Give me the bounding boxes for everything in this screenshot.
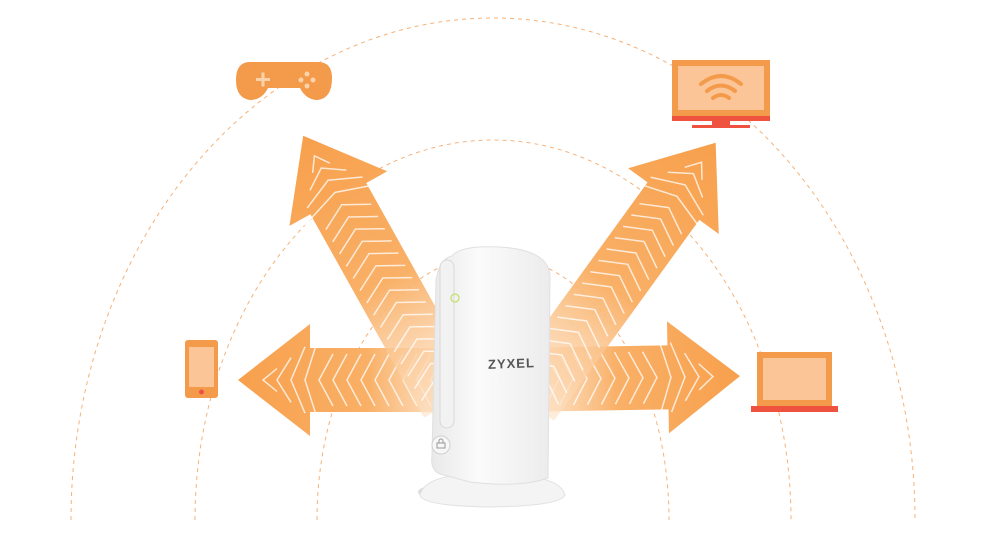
chevron-mark bbox=[573, 293, 617, 326]
chevron-mark bbox=[373, 289, 420, 316]
chevron-mark bbox=[393, 325, 440, 353]
chevron-mark bbox=[599, 352, 616, 405]
chevron-mark bbox=[306, 176, 363, 209]
ring-middle bbox=[194, 139, 792, 521]
chevron-mark bbox=[557, 316, 601, 348]
chevron-mark bbox=[627, 351, 644, 405]
chevron-mark bbox=[338, 227, 385, 255]
wps-button[interactable] bbox=[431, 435, 451, 455]
chevron-mark bbox=[622, 225, 666, 258]
chevron-mark bbox=[359, 264, 406, 292]
chevron-mark bbox=[631, 214, 675, 246]
chevron-mark bbox=[684, 161, 703, 180]
chevron-mark bbox=[311, 154, 331, 173]
chevron-mark bbox=[318, 353, 334, 407]
gamepad-icon bbox=[236, 62, 332, 100]
chevron-mark bbox=[633, 181, 705, 234]
chevron-mark bbox=[366, 276, 413, 304]
router-device bbox=[418, 246, 566, 508]
chevron-mark bbox=[379, 301, 426, 328]
chevron-mark bbox=[374, 353, 390, 407]
phone-icon bbox=[185, 340, 218, 398]
chevron-mark bbox=[606, 248, 650, 280]
arrow-up-right bbox=[502, 142, 719, 421]
chevron-mark bbox=[332, 215, 379, 243]
chevron-mark bbox=[309, 167, 347, 191]
arrow-up-left bbox=[289, 135, 480, 418]
chevron-mark bbox=[655, 331, 672, 424]
chevron-mark bbox=[581, 282, 625, 314]
chevron-mark bbox=[304, 183, 380, 226]
chevron-mark bbox=[565, 305, 609, 337]
chevron-mark bbox=[290, 346, 306, 414]
chevron-mark bbox=[386, 313, 433, 341]
signal-arrows bbox=[238, 135, 740, 436]
router-light-bar bbox=[439, 259, 455, 429]
power-led-icon bbox=[450, 293, 460, 303]
laptop-icon bbox=[751, 352, 838, 412]
chevron-mark bbox=[332, 353, 348, 407]
chevron-mark bbox=[639, 202, 683, 235]
chevron-mark bbox=[641, 351, 658, 405]
router-brand-logo: ZYXEL bbox=[487, 355, 536, 372]
chevron-mark bbox=[667, 171, 704, 198]
chevron-mark bbox=[346, 353, 362, 407]
chevron-mark bbox=[590, 270, 634, 303]
chevron-mark bbox=[683, 352, 700, 402]
chevron-mark bbox=[345, 240, 392, 267]
chevron-mark bbox=[613, 351, 630, 405]
chevron-mark bbox=[549, 327, 592, 360]
chevron-mark bbox=[261, 367, 278, 393]
chevron-mark bbox=[669, 342, 686, 413]
chevron-mark bbox=[614, 236, 658, 269]
chevron-mark bbox=[304, 335, 320, 425]
chevron-mark bbox=[698, 363, 715, 391]
chevron-mark bbox=[276, 357, 292, 403]
chevron-mark bbox=[540, 339, 584, 371]
tv-wifi-icon bbox=[672, 60, 770, 128]
chevron-mark bbox=[598, 259, 642, 292]
coverage-rings bbox=[70, 17, 916, 521]
chevron-mark bbox=[650, 176, 704, 216]
chevron-mark bbox=[325, 203, 372, 231]
lock-icon bbox=[436, 438, 446, 449]
chevron-mark bbox=[352, 252, 399, 279]
chevron-mark bbox=[360, 353, 376, 407]
